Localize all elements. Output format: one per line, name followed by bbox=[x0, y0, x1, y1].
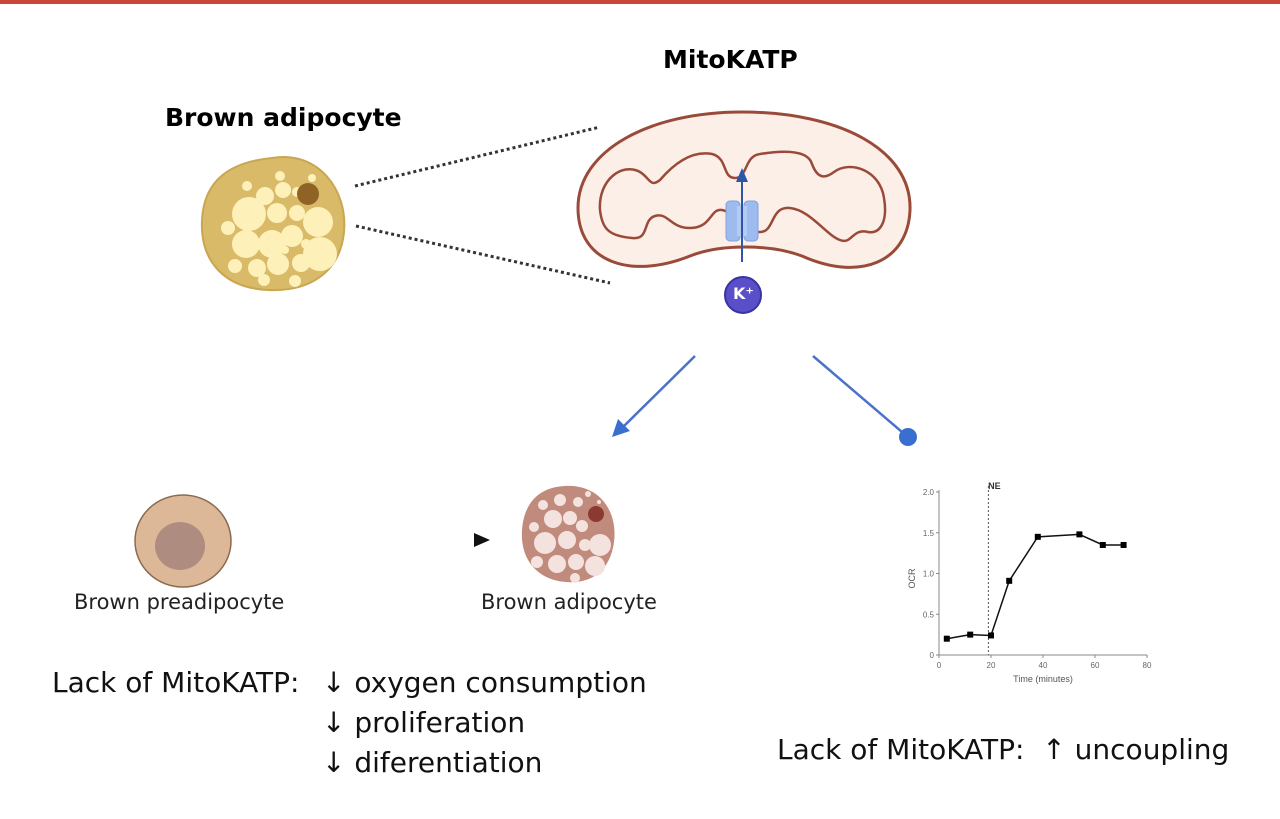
mito-title: MitoKATP bbox=[663, 45, 798, 74]
brown-adipocyte-mature-icon bbox=[521, 485, 615, 583]
up-arrow-icon: ↑ bbox=[1042, 733, 1066, 766]
effect-item: ↓ diferentiation bbox=[322, 743, 647, 783]
brown-adipocyte-cell-icon bbox=[200, 155, 346, 292]
inhibits-line bbox=[812, 355, 903, 433]
adipocyte-label: Brown adipocyte bbox=[481, 590, 657, 614]
brown-preadipocyte-icon bbox=[134, 494, 232, 588]
right-effects-text: uncoupling bbox=[1074, 733, 1230, 766]
zoom-line-top bbox=[354, 125, 601, 188]
mitochondrion-icon bbox=[576, 110, 912, 269]
inhibits-end-dot-icon bbox=[899, 428, 917, 446]
effect-item: ↓ oxygen consumption bbox=[322, 663, 647, 703]
promotes-arrowhead-icon bbox=[612, 419, 630, 437]
preadipocyte-label: Brown preadipocyte bbox=[74, 590, 285, 614]
promotes-arrow bbox=[621, 355, 696, 429]
down-arrow-icon: ↓ bbox=[322, 666, 346, 699]
effect-item: ↓ proliferation bbox=[322, 703, 647, 743]
right-effects: Lack of MitoKATP: ↑ uncoupling bbox=[777, 730, 1229, 770]
top-accent-bar bbox=[0, 0, 1280, 4]
effect-text: proliferation bbox=[354, 706, 526, 739]
effect-text: diferentiation bbox=[354, 746, 543, 779]
right-effects-prefix: Lack of MitoKATP: bbox=[777, 733, 1025, 766]
down-arrow-icon: ↓ bbox=[322, 746, 346, 779]
left-effects-list: ↓ oxygen consumption ↓ proliferation ↓ d… bbox=[322, 663, 647, 783]
down-arrow-icon: ↓ bbox=[322, 706, 346, 739]
potassium-ion-icon bbox=[724, 276, 762, 314]
cell-title: Brown adipocyte bbox=[165, 103, 402, 132]
ion-flow-arrowhead-icon bbox=[736, 168, 748, 182]
differentiation-arrowhead-icon bbox=[474, 533, 490, 547]
ion-label: K⁺ bbox=[733, 284, 754, 303]
effect-text: oxygen consumption bbox=[354, 666, 647, 699]
zoom-line-bottom bbox=[355, 224, 611, 285]
left-effects-prefix: Lack of MitoKATP: bbox=[52, 666, 300, 699]
